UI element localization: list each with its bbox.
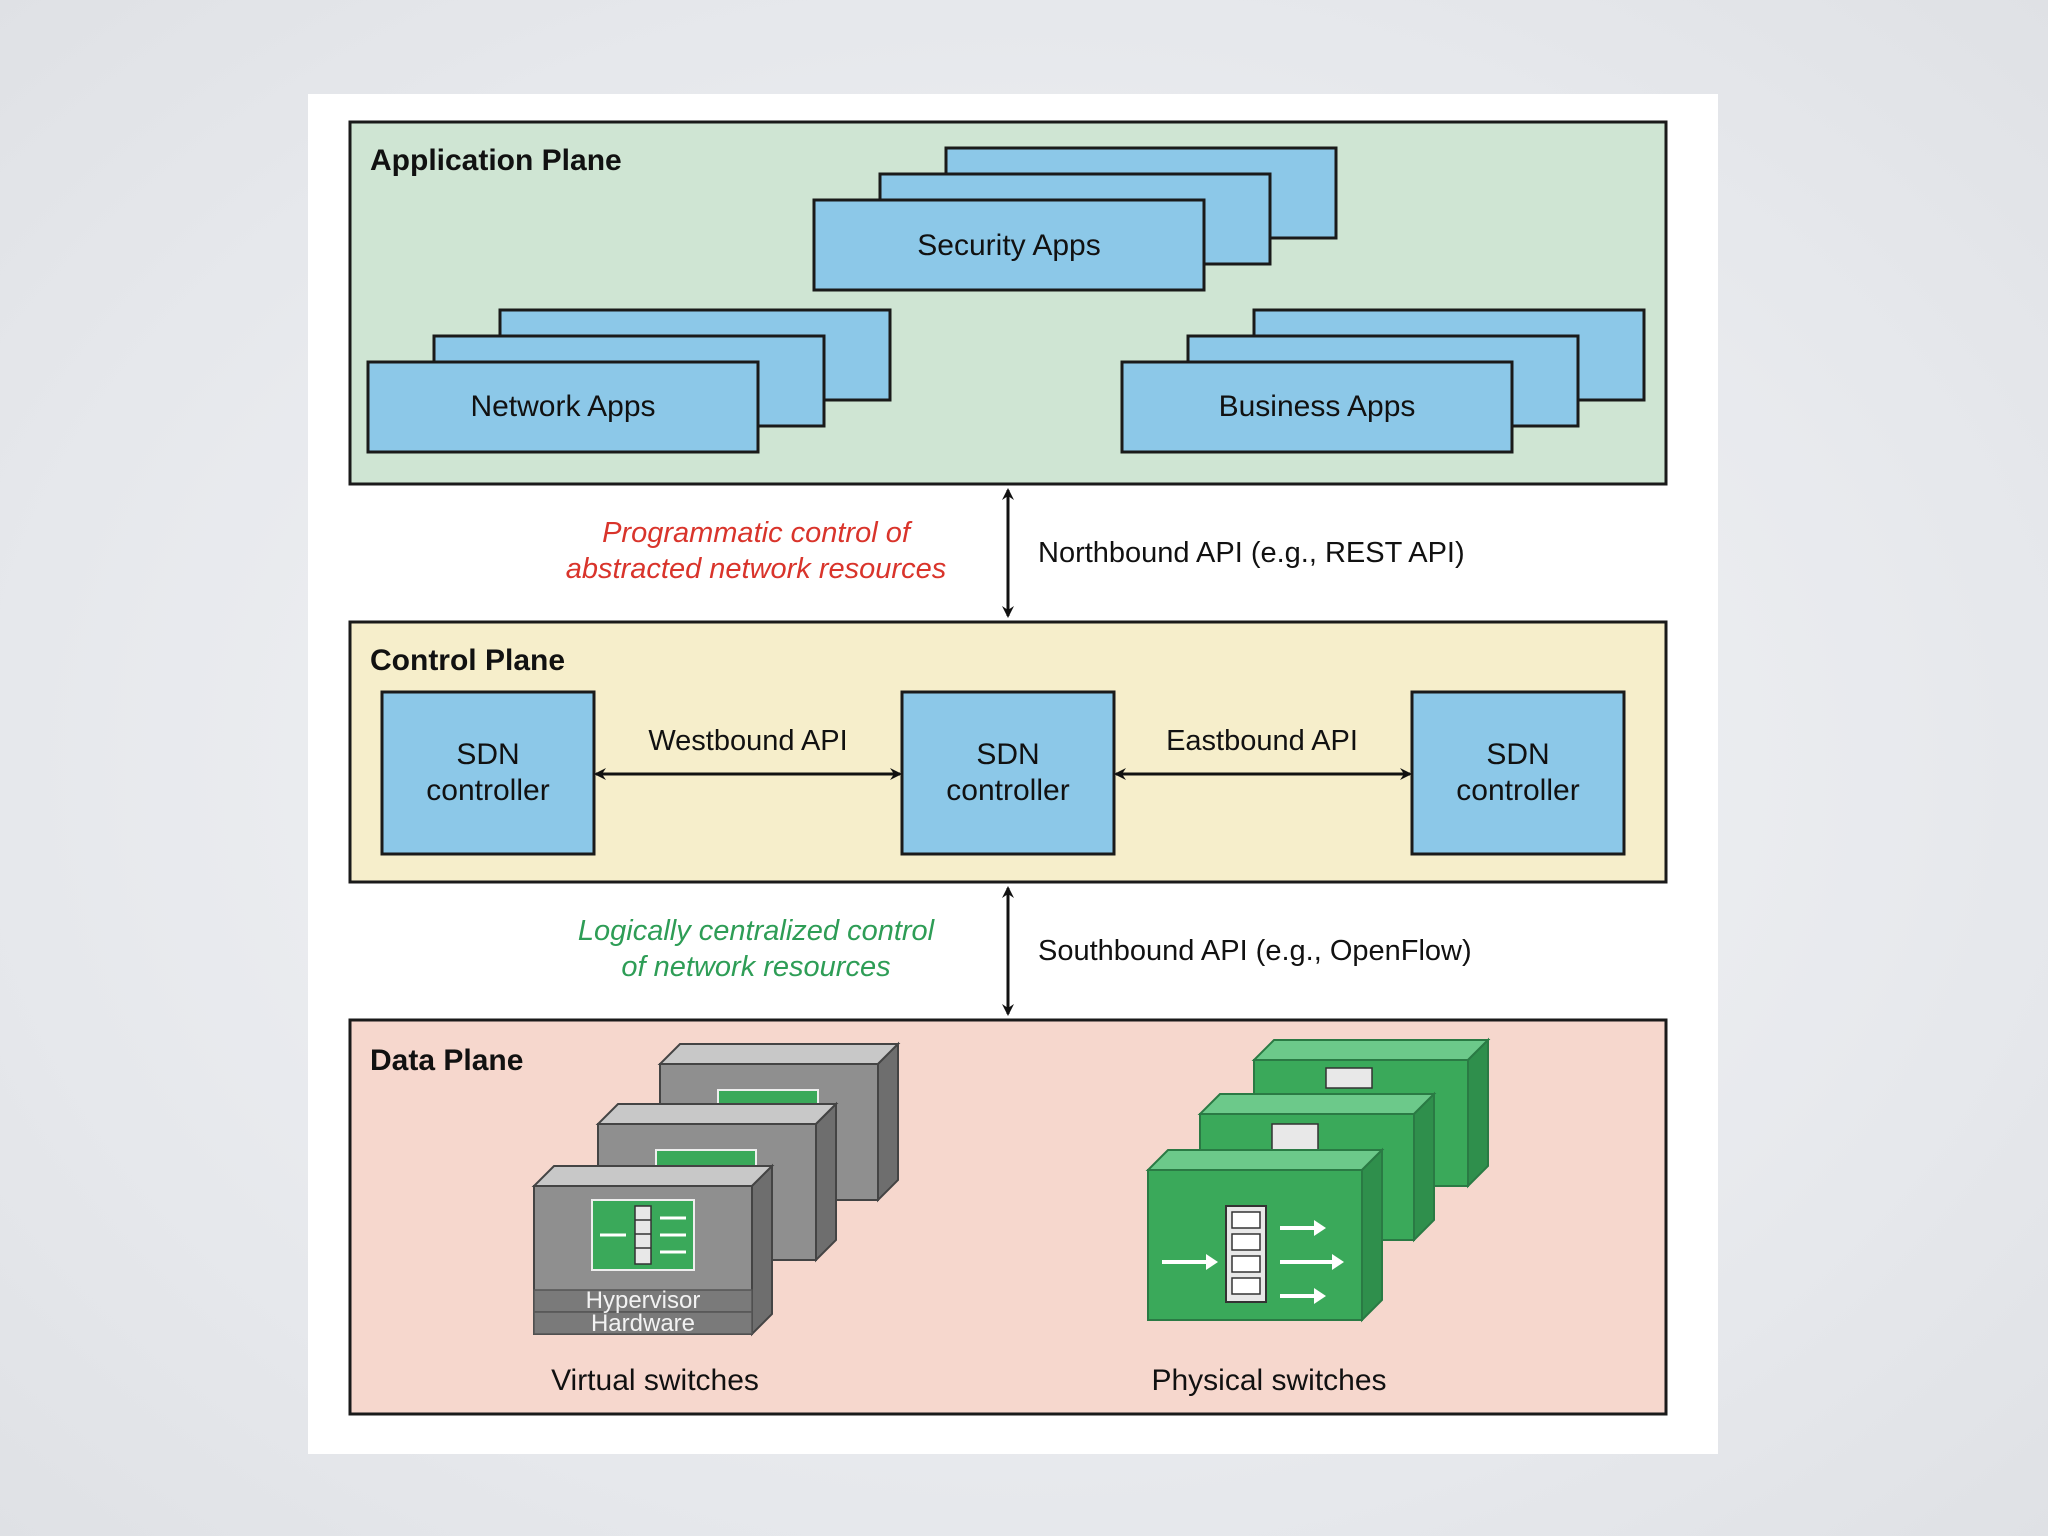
application-plane: Application Plane Security Apps Network … <box>348 120 1668 486</box>
network-apps-stack[interactable]: Network Apps <box>366 308 892 454</box>
sdn-controller-right-box <box>1410 690 1626 856</box>
sdn-controller-right-line1: SDN <box>1486 738 1549 771</box>
sdn-controller-center-line1: SDN <box>976 738 1039 771</box>
network-apps-label: Network Apps <box>470 390 655 423</box>
southbound-interface: Logically centralized control of network… <box>578 886 1472 1016</box>
sdn-controller-left[interactable]: SDN controller <box>380 690 596 856</box>
northbound-api-label: Northbound API (e.g., REST API) <box>1038 537 1465 569</box>
network-apps-card-front <box>366 360 760 454</box>
sdn-controller-center[interactable]: SDN controller <box>900 690 1116 856</box>
virtual-switches-group[interactable]: Hypervisor Hardware Virtual switches <box>531 1041 901 1397</box>
southbound-note-line1: Logically centralized control <box>578 915 936 947</box>
business-apps-stack[interactable]: Business Apps <box>1120 308 1646 454</box>
slide-card: Application Plane Security Apps Network … <box>308 94 1718 1454</box>
westbound-api-label: Westbound API <box>648 725 847 757</box>
virtual-switches-label: Virtual switches <box>551 1364 759 1397</box>
physical-switches-label: Physical switches <box>1151 1364 1386 1397</box>
southbound-api-label: Southbound API (e.g., OpenFlow) <box>1038 935 1472 967</box>
virtual-switch-front <box>531 1163 775 1337</box>
sdn-controller-right-line2: controller <box>1456 774 1579 807</box>
sdn-controller-right[interactable]: SDN controller <box>1410 690 1626 856</box>
sdn-controller-left-line2: controller <box>426 774 549 807</box>
security-apps-stack[interactable]: Security Apps <box>812 146 1338 292</box>
control-plane: Control Plane SDN controller SDN control… <box>348 620 1668 884</box>
northbound-interface: Programmatic control of abstracted netwo… <box>566 488 1465 618</box>
eastbound-api-label: Eastbound API <box>1166 725 1358 757</box>
control-plane-title: Control Plane <box>370 644 565 677</box>
hypervisor-label: Hypervisor <box>586 1287 701 1314</box>
hardware-label: Hardware <box>591 1310 695 1337</box>
data-plane-title: Data Plane <box>370 1044 523 1077</box>
application-plane-title: Application Plane <box>370 144 622 177</box>
southbound-note-line2: of network resources <box>621 951 890 983</box>
physical-switches-group[interactable]: Physical switches <box>1145 1037 1491 1397</box>
sdn-architecture-diagram: Application Plane Security Apps Network … <box>348 120 1668 1416</box>
data-plane: Data Plane <box>348 1018 1668 1416</box>
physical-switch-front <box>1145 1147 1385 1323</box>
sdn-controller-center-box <box>900 690 1116 856</box>
northbound-note-line1: Programmatic control of <box>602 517 913 549</box>
sdn-controller-center-line2: controller <box>946 774 1069 807</box>
security-apps-card-front <box>812 198 1206 292</box>
sdn-controller-left-box <box>380 690 596 856</box>
sdn-controller-left-line1: SDN <box>456 738 519 771</box>
business-apps-card-front <box>1120 360 1514 454</box>
security-apps-label: Security Apps <box>917 229 1100 262</box>
business-apps-label: Business Apps <box>1219 390 1416 423</box>
northbound-note-line2: abstracted network resources <box>566 553 946 585</box>
